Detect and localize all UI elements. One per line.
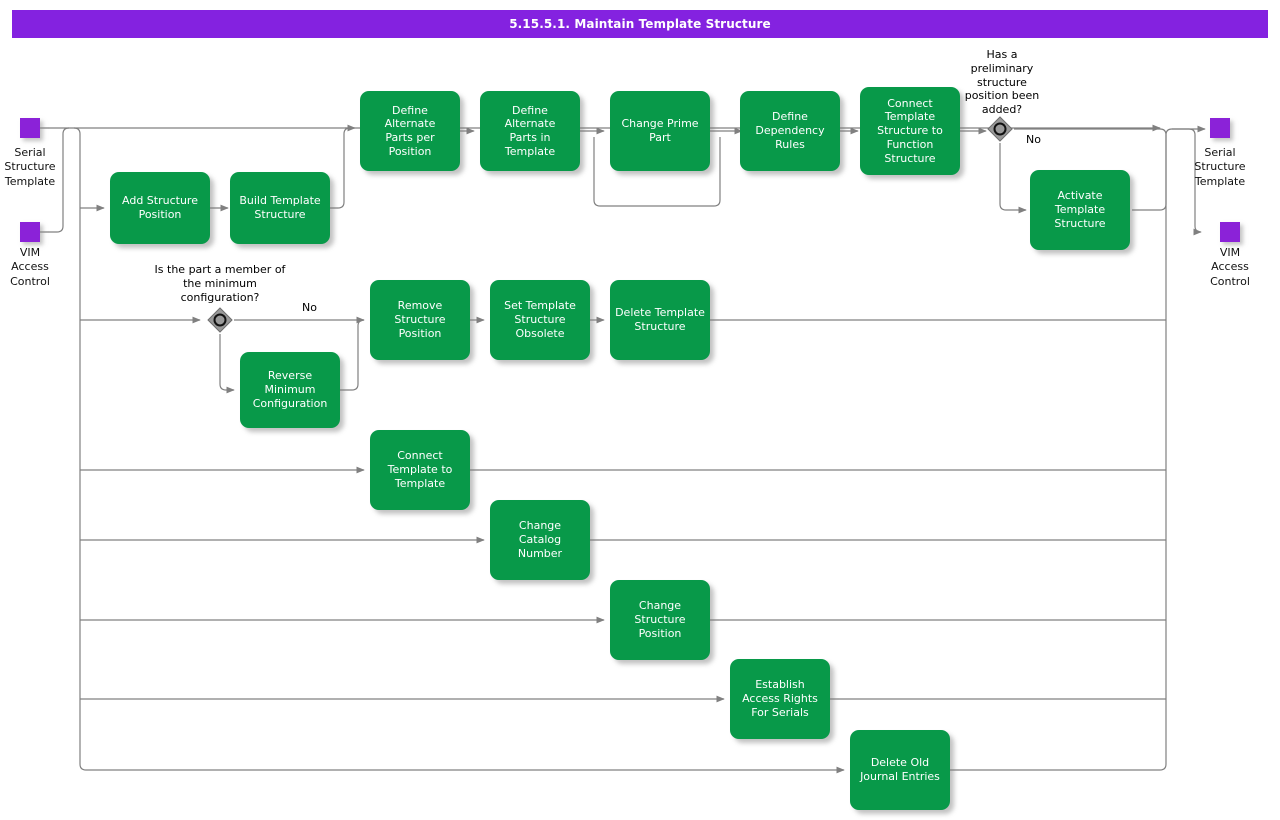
- node-delete-template-structure[interactable]: Delete Template Structure: [610, 280, 710, 360]
- node-define-alternate-parts-per-position[interactable]: Define Alternate Parts per Position: [360, 91, 460, 171]
- minimum-configuration-decision-question: Is the part a member of the minimum conf…: [154, 263, 286, 304]
- node-define-alternate-parts-in-template[interactable]: Define Alternate Parts in Template: [480, 91, 580, 171]
- node-build-template-structure[interactable]: Build Template Structure: [230, 172, 330, 244]
- node-activate-template-structure[interactable]: Activate Template Structure: [1030, 170, 1130, 250]
- serial-structure-template-in-label: Serial Structure Template: [4, 146, 56, 188]
- serial-structure-template-out-label: Serial Structure Template: [1194, 146, 1246, 188]
- preliminary-position-decision-question: Has a preliminary structure position bee…: [964, 48, 1040, 116]
- vim-access-control-in-label: VIM Access Control: [10, 246, 50, 288]
- vim-access-control-out-icon[interactable]: [1220, 222, 1240, 242]
- wire-build-to-rail: [330, 127, 351, 209]
- vim-access-control-in-icon[interactable]: [20, 222, 40, 242]
- preliminary-position-decision-icon[interactable]: [987, 116, 1013, 142]
- node-define-dependency-rules[interactable]: Define Dependency Rules: [740, 91, 840, 171]
- node-establish-access-rights-for-serials[interactable]: Establish Access Rights For Serials: [730, 659, 830, 739]
- wire-right-trunk: [1159, 128, 1167, 771]
- serial-structure-template-out-icon[interactable]: [1210, 118, 1230, 138]
- node-remove-structure-position[interactable]: Remove Structure Position: [370, 280, 470, 360]
- node-change-catalog-number[interactable]: Change Catalog Number: [490, 500, 590, 580]
- wire-left-trunk: [73, 127, 87, 771]
- vim-access-control-out-label: VIM Access Control: [1210, 246, 1250, 288]
- wire-reverse-to-remove: [340, 319, 365, 391]
- wire-decision1-to-reverse: [219, 334, 235, 394]
- wire-decision2-to-activate: [999, 143, 1027, 214]
- node-delete-old-journal-entries[interactable]: Delete Old Journal Entries: [850, 730, 950, 810]
- minimum-configuration-decision-branch-label: No: [302, 301, 317, 314]
- node-reverse-minimum-configuration[interactable]: Reverse Minimum Configuration: [240, 352, 340, 428]
- node-connect-template-structure-to-function-structure[interactable]: Connect Template Structure to Function S…: [860, 87, 960, 175]
- node-add-structure-position[interactable]: Add Structure Position: [110, 172, 210, 244]
- wire-prime-part-loopback: [593, 137, 721, 207]
- node-set-template-structure-obsolete[interactable]: Set Template Structure Obsolete: [490, 280, 590, 360]
- node-connect-template-to-template[interactable]: Connect Template to Template: [370, 430, 470, 510]
- node-change-prime-part[interactable]: Change Prime Part: [610, 91, 710, 171]
- page-title-banner: 5.15.5.1. Maintain Template Structure: [12, 10, 1268, 38]
- wire-vim-in: [40, 127, 70, 233]
- page-title: 5.15.5.1. Maintain Template Structure: [509, 17, 771, 31]
- minimum-configuration-decision-icon[interactable]: [207, 307, 233, 333]
- preliminary-position-decision-branch-label: No: [1026, 133, 1041, 146]
- node-change-structure-position[interactable]: Change Structure Position: [610, 580, 710, 660]
- serial-structure-template-in-icon[interactable]: [20, 118, 40, 138]
